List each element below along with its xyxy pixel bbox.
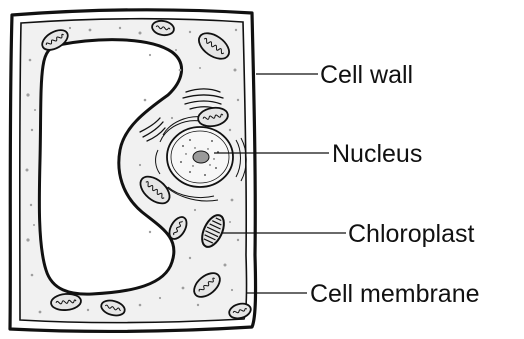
cell-membrane-label: Cell membrane — [310, 280, 480, 308]
cell-wall-label: Cell wall — [320, 61, 413, 89]
nucleus-label: Nucleus — [332, 140, 422, 168]
nucleolus — [193, 151, 209, 163]
chloroplast-label: Chloroplast — [348, 220, 475, 248]
nucleus — [167, 127, 233, 187]
